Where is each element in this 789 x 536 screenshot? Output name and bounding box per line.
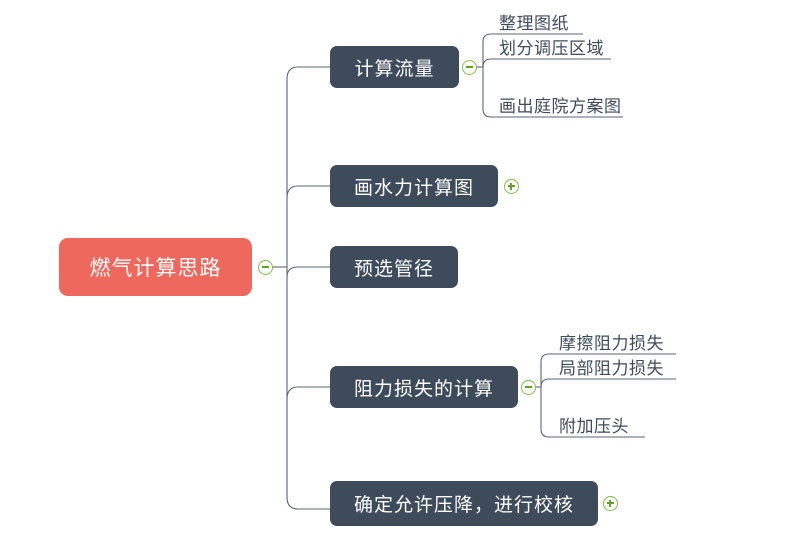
toggle-collapse-root[interactable] <box>258 260 273 275</box>
mindmap-branch-label-2: 画水力计算图 <box>353 177 474 199</box>
mindmap-leaf-label-4-2: 局部阻力损失 <box>559 358 664 378</box>
mindmap-leaf-node-1-3[interactable]: 画出庭院方案图 <box>499 93 622 116</box>
mindmap-leaf-node-4-2[interactable]: 局部阻力损失 <box>559 355 664 378</box>
mindmap-leaf-node-4-1[interactable]: 摩擦阻力损失 <box>559 330 664 353</box>
mindmap-leaf-label-4-1: 摩擦阻力损失 <box>559 333 664 353</box>
mindmap-branch-node-2[interactable]: 画水力计算图 <box>330 165 498 207</box>
mindmap-branch-node-1[interactable]: 计算流量 <box>330 46 459 88</box>
mindmap-root-label: 燃气计算思路 <box>89 257 222 280</box>
mindmap-leaf-node-1-1[interactable]: 整理图纸 <box>499 10 569 33</box>
toggle-expand-branch-2[interactable] <box>504 179 519 194</box>
mindmap-branch-node-5[interactable]: 确定允许压降，进行校核 <box>330 481 598 526</box>
mindmap-leaf-node-4-3[interactable]: 附加压头 <box>559 413 629 436</box>
mindmap-branch-label-1: 计算流量 <box>354 58 435 80</box>
mindmap-branch-node-4[interactable]: 阻力损失的计算 <box>330 366 518 408</box>
mindmap-leaf-label-1-1: 整理图纸 <box>499 13 569 33</box>
mindmap-leaf-label-1-3: 画出庭院方案图 <box>499 96 622 116</box>
mindmap-root-node[interactable]: 燃气计算思路 <box>59 238 252 296</box>
mindmap-branch-label-3: 预选管径 <box>353 258 434 280</box>
toggle-expand-branch-5[interactable] <box>603 496 618 511</box>
mindmap-leaf-node-1-2[interactable]: 划分调压区域 <box>499 35 604 58</box>
mindmap-branch-node-3[interactable]: 预选管径 <box>330 246 458 288</box>
mindmap-branch-label-5: 确定允许压降，进行校核 <box>353 495 574 516</box>
toggle-collapse-branch-4[interactable] <box>521 380 536 395</box>
mindmap-leaf-label-1-2: 划分调压区域 <box>499 38 604 58</box>
mindmap-branch-label-4: 阻力损失的计算 <box>353 378 494 400</box>
mindmap-leaf-label-4-3: 附加压头 <box>559 416 629 436</box>
toggle-collapse-branch-1[interactable] <box>462 60 477 75</box>
